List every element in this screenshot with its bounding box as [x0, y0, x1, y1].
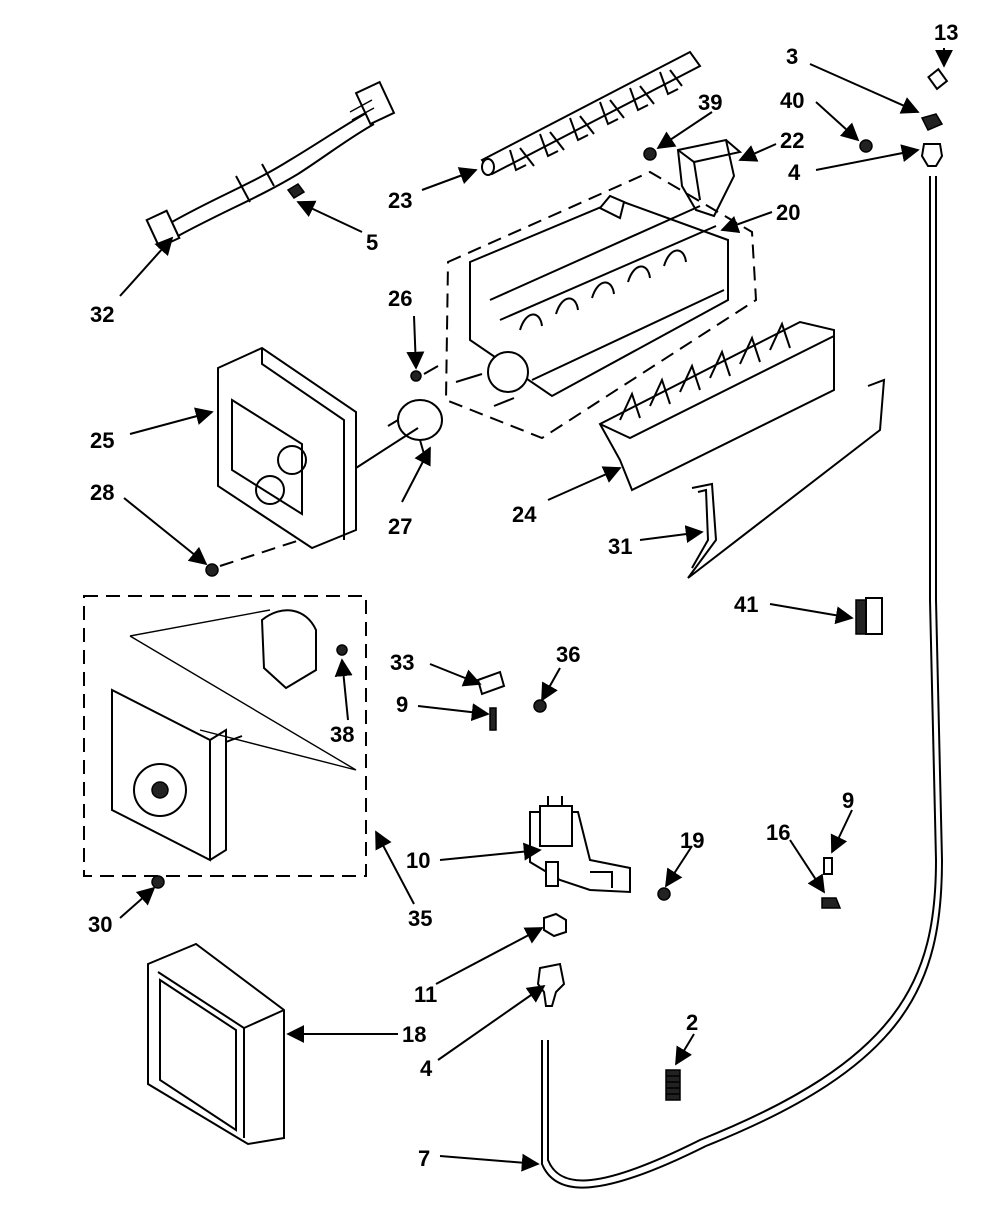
bracket-33-part — [476, 670, 547, 731]
water-tube-7-part — [541, 176, 944, 1189]
callout-27: 27 — [388, 514, 412, 539]
callout-30: 30 — [88, 912, 112, 937]
callout-19: 19 — [680, 828, 704, 853]
callout-11: 11 — [414, 982, 437, 1007]
callout-2: 2 — [686, 1010, 698, 1035]
top-fittings-part — [859, 67, 949, 167]
callout-31: 31 — [608, 534, 632, 559]
fitting-4-lower-part — [536, 962, 566, 1007]
callout-25: 25 — [90, 428, 114, 453]
callout-4-bottom: 4 — [420, 1056, 433, 1081]
callout-18: 18 — [402, 1022, 426, 1047]
callout-26: 26 — [388, 286, 412, 311]
clip-41-part — [855, 597, 883, 635]
callout-7: 7 — [418, 1146, 430, 1171]
callout-40: 40 — [780, 88, 804, 113]
spring-2-part — [665, 1069, 681, 1101]
thermostat-part — [387, 399, 443, 455]
screw-19-part — [657, 887, 671, 901]
fill-cup-part — [676, 138, 743, 218]
callout-36: 36 — [556, 642, 580, 667]
callout-32: 32 — [90, 302, 114, 327]
callout-4-top: 4 — [788, 160, 801, 185]
callout-9-left: 9 — [396, 692, 408, 717]
shutoff-arm-part — [687, 378, 886, 579]
ice-mold-part — [444, 170, 758, 440]
fitting-16-part — [821, 857, 842, 909]
motor-assembly-part — [83, 595, 367, 877]
ejector-part — [480, 50, 702, 176]
screw-30-part — [151, 875, 165, 889]
callout-38: 38 — [330, 722, 354, 747]
control-housing-part — [217, 346, 419, 550]
harness-clip-part — [286, 183, 306, 199]
callout-33: 33 — [390, 650, 414, 675]
screw-26-part — [410, 365, 439, 382]
screw-28-part — [205, 539, 301, 577]
box-18-part — [147, 942, 285, 1146]
stripper-part — [598, 320, 835, 492]
nut-11-part — [543, 912, 567, 938]
callout-35: 35 — [408, 906, 432, 931]
callout-20: 20 — [776, 200, 800, 225]
callout-16: 16 — [766, 820, 790, 845]
callout-10: 10 — [406, 848, 430, 873]
screw-39-part — [643, 147, 657, 161]
callout-23: 23 — [388, 188, 412, 213]
water-valve-part — [529, 796, 631, 894]
callout-5: 5 — [366, 230, 378, 255]
callout-39: 39 — [698, 90, 722, 115]
callout-22: 22 — [780, 128, 804, 153]
callout-9-right: 9 — [842, 788, 854, 813]
callout-41: 41 — [734, 592, 758, 617]
wire-harness-part — [145, 80, 396, 249]
leader-lines — [119, 48, 953, 1172]
callout-3: 3 — [786, 44, 798, 69]
callout-13: 13 — [934, 20, 958, 45]
callout-28: 28 — [90, 480, 114, 505]
callout-24: 24 — [512, 502, 537, 527]
screw-38-part — [336, 644, 348, 656]
